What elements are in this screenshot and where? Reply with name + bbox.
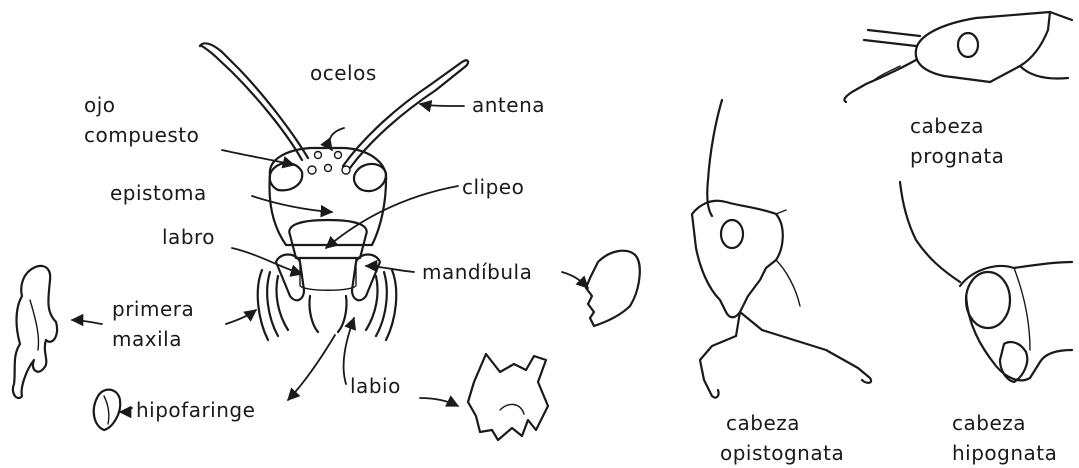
epistoma-pointer (252, 196, 332, 212)
ocellus-1 (315, 152, 322, 159)
labro-pointer (232, 248, 302, 274)
label-prognata-2: prognata (910, 144, 1004, 168)
opistognathous-head (692, 100, 871, 398)
label-ocelos: ocelos (310, 61, 377, 85)
label-clipeo: clipeo (462, 175, 524, 199)
label-compuesto: compuesto (84, 123, 199, 147)
right-maxilla (366, 270, 396, 340)
ocellus-3 (325, 165, 332, 172)
right-compound-eye (354, 164, 386, 191)
label-labio: labio (350, 374, 401, 398)
label-primera: primera (112, 297, 194, 321)
left-compound-eye (270, 163, 303, 190)
label-opistognata-2: opistognata (720, 441, 844, 465)
maxilla-detail (13, 266, 57, 398)
label-epistoma: epistoma (110, 181, 207, 205)
label-antena: antena (472, 93, 545, 117)
hypopharynx-detail (94, 390, 121, 430)
ocelos-pointer (329, 128, 344, 150)
left-antenna (200, 46, 302, 160)
labio-pointer (288, 335, 335, 400)
hypognathous-head (900, 182, 1072, 382)
mandible-detail (586, 251, 640, 326)
hipofaringe-pointer (120, 408, 132, 412)
labium-detail (468, 354, 548, 440)
label-opistognata-1: cabeza (726, 411, 800, 435)
maxila-left-pointer (72, 320, 102, 324)
labio-detail-pointer (420, 398, 458, 406)
label-hipognata-1: cabeza (952, 411, 1026, 435)
label-maxila: maxila (112, 327, 182, 351)
label-hipofaringe: hipofaringe (136, 398, 255, 422)
label-mandibula: mandíbula (422, 260, 532, 284)
label-prognata-1: cabeza (910, 114, 984, 138)
label-hipognata-2: hipognata (952, 441, 1057, 465)
frontal-head-drawing (200, 43, 468, 340)
ocellus-2 (335, 152, 342, 159)
ojo-pointer (222, 150, 294, 165)
mandibula-pointer (366, 266, 414, 272)
antena-pointer (420, 104, 464, 106)
mandibula-detail-pointer (562, 272, 588, 288)
clipeo-pointer (326, 186, 458, 248)
labels: ocelos ojo compuesto antena epistoma cli… (84, 61, 1057, 465)
prognathous-head (844, 12, 1072, 102)
maxila-right-pointer (226, 310, 256, 324)
label-ojo: ojo (84, 93, 116, 117)
labium (309, 296, 346, 332)
label-labro: labro (162, 225, 215, 249)
